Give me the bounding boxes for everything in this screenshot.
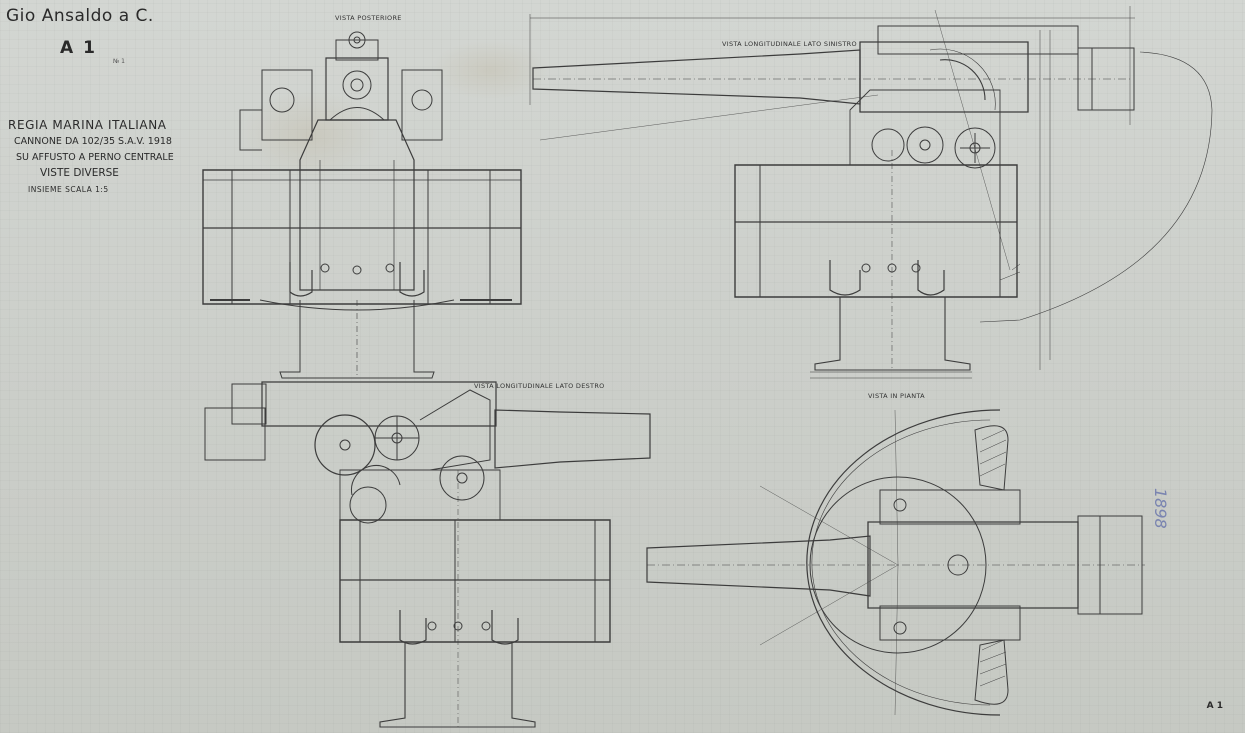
right-side-view [205,382,650,727]
plan-view [647,410,1145,715]
paper-stain [240,90,380,180]
drawing-code-sub: № 1 [113,58,125,65]
title-line-navy: REGIA MARINA ITALIANA [8,118,167,132]
title-line-views: VISTE DIVERSE [40,167,119,179]
view-title-right-side: VISTA LONGITUDINALE LATO DESTRO [474,382,605,390]
rear-view [203,32,521,378]
view-title-plan: VISTA IN PIANTA [868,392,925,400]
left-side-view [530,6,1212,378]
drawing-code: A 1 [60,38,97,58]
title-line-gun: CANNONE DA 102/35 S.A.V. 1918 [14,136,172,147]
view-title-left-side: VISTA LONGITUDINALE LATO SINISTRO [722,40,857,48]
corner-code: A 1 [1206,701,1223,711]
title-line-mount: SU AFFUSTO A PERNO CENTRALE [16,152,174,163]
title-block: Gio Ansaldo a C. A 1 № 1 REGIA MARINA IT… [0,0,200,240]
view-title-rear: VISTA POSTERIORE [335,14,402,22]
shield-hatching [980,264,1020,686]
title-line-scale: INSIEME SCALA 1:5 [28,185,109,194]
firm-name: Gio Ansaldo a C. [6,6,154,26]
